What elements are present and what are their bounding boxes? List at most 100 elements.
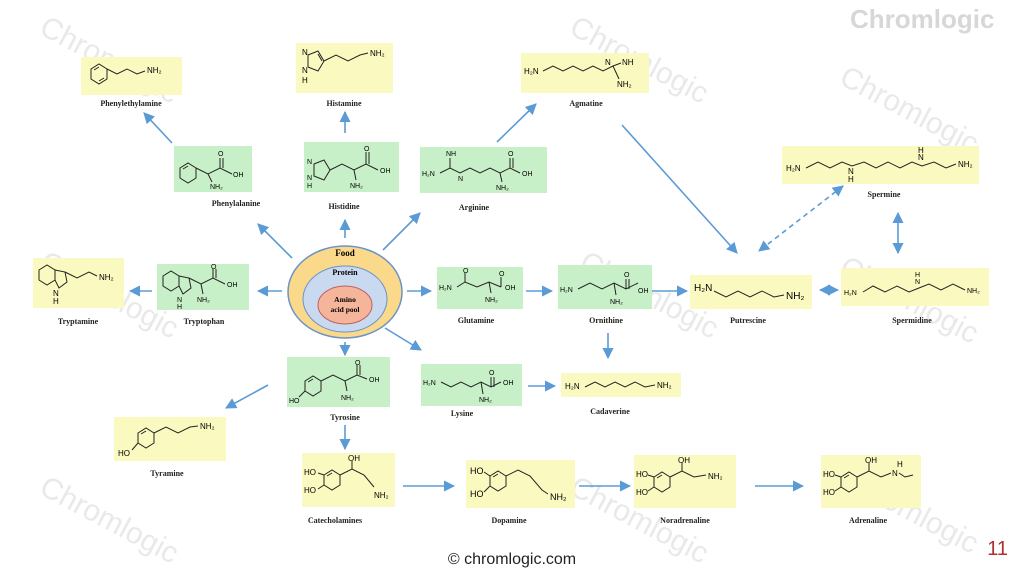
phenylalanine-label: Phenylalanine [211,199,261,208]
svg-text:NH₂: NH₂ [617,80,632,89]
arrow-phenylalanine-to-phenylethylamine [143,112,173,144]
svg-text:HO: HO [289,398,300,405]
arrow-pool-to-lysine [384,327,422,351]
svg-text:OH: OH [380,168,391,175]
amino-acid-pool-label: Amino [334,295,356,304]
svg-text:N: N [848,167,854,176]
tyramine-label: Tyramine [150,469,184,478]
svg-text:HO: HO [118,449,130,458]
svg-text:N: N [302,48,308,57]
dopamine-label: Dopamine [491,516,527,525]
arrow-agmatine-to-putrescine [621,124,738,254]
arginine-label: Arginine [458,203,490,212]
svg-text:HO: HO [470,466,484,476]
glutamine-structure: H₂N O O OH NH₂ [437,267,523,309]
cadaverine-structure: H₂N NH₂ [561,373,681,397]
svg-text:H₂N: H₂N [786,164,801,173]
svg-text:OH: OH [227,282,238,289]
svg-text:H: H [915,272,920,279]
catecholamines-structure: HO HO OH NH₂ [302,453,395,507]
svg-text:O: O [463,268,469,275]
lysine-structure: H₂N O OH NH₂ [421,364,522,406]
histidine-label: Histidine [328,202,360,211]
amino-acid-pool: Food Protein Amino acid pool [286,244,404,340]
arrow-tyrosine-to-tyramine [225,384,269,409]
svg-text:H: H [897,460,903,469]
svg-text:HO: HO [823,470,835,479]
histamine-structure: NH₂ N N H [296,43,393,93]
svg-text:NH₂: NH₂ [200,422,215,431]
svg-text:NH₂: NH₂ [99,273,114,282]
food-label: Food [335,248,355,258]
spermine-structure: H₂N N H N H NH₂ [782,146,979,184]
svg-text:N: N [915,279,920,286]
arrow-arginine-to-agmatine [496,103,537,143]
svg-text:NH₂: NH₂ [370,49,385,58]
adrenaline-structure: HO HO OH N H [821,455,921,508]
svg-text:HO: HO [636,470,648,479]
svg-text:O: O [355,360,361,367]
noradrenaline-structure: HO HO OH NH₂ [634,455,736,508]
svg-text:O: O [508,151,514,158]
svg-text:NH₂: NH₂ [550,492,567,502]
svg-text:O: O [211,264,217,271]
svg-text:OH: OH [369,377,380,384]
cadaverine-label: Cadaverine [590,407,630,416]
svg-text:NH₂: NH₂ [350,183,363,190]
svg-text:N: N [177,297,182,304]
svg-text:NH₂: NH₂ [786,291,804,302]
amino-acid-pool-label-2: acid pool [331,305,360,314]
svg-text:OH: OH [678,456,690,465]
svg-text:H₂N: H₂N [422,171,435,178]
svg-text:N: N [458,176,463,183]
svg-text:NH₂: NH₂ [967,288,980,295]
svg-text:NH₂: NH₂ [496,185,509,192]
svg-text:OH: OH [638,288,649,295]
tyramine-structure: HO NH₂ [114,417,226,461]
svg-text:NH: NH [446,151,456,158]
svg-text:H₂N: H₂N [524,67,539,76]
svg-text:H: H [307,183,312,190]
agmatine-structure: H₂N NH NH₂ N [521,53,649,93]
tyrosine-structure: HO O OH NH₂ [287,357,390,407]
footer-copyright: © chromlogic.com [447,551,577,568]
svg-text:H: H [302,76,308,85]
svg-text:O: O [499,271,505,278]
svg-text:HO: HO [304,468,316,477]
svg-text:O: O [624,272,630,279]
chromlogic-logo: Chromlogic [850,4,995,34]
svg-text:O: O [218,151,224,158]
svg-text:NH₂: NH₂ [210,184,223,191]
arrow-pool-to-arginine [382,212,421,251]
spermidine-label: Spermidine [892,316,932,325]
dopamine-structure: HO HO NH₂ [466,460,575,508]
tryptophan-structure: O OH NH₂ N H [157,264,249,310]
tryptamine-label: Tryptamine [57,317,99,326]
arginine-structure: H₂N NH N O OH NH₂ [420,147,547,193]
spermidine-structure: H₂N N H NH₂ [841,268,989,306]
catecholamines-label: Catecholamines [307,516,363,525]
svg-text:N: N [302,66,308,75]
histidine-structure: O OH NH₂ N N H [304,142,399,192]
arrow-spermine-putrescine [758,185,844,252]
svg-text:HO: HO [636,488,648,497]
svg-text:NH₂: NH₂ [341,395,354,402]
svg-text:N: N [918,153,924,162]
svg-text:H₂N: H₂N [560,287,573,294]
svg-text:N: N [307,175,312,182]
svg-text:H: H [918,146,924,155]
svg-text:HO: HO [470,489,484,499]
tryptamine-structure: NH₂ N H [33,258,124,308]
svg-text:H: H [177,304,182,310]
svg-text:OH: OH [865,456,877,465]
svg-text:N: N [892,469,898,478]
svg-text:NH₂: NH₂ [479,397,492,404]
phenylethylamine-label: Phenylethylamine [100,99,162,108]
agmatine-label: Agmatine [569,99,603,108]
histamine-label: Histamine [326,99,362,108]
svg-text:NH₂: NH₂ [708,472,723,481]
svg-text:O: O [489,370,495,377]
svg-text:OH: OH [505,285,516,292]
svg-text:OH: OH [233,172,244,179]
